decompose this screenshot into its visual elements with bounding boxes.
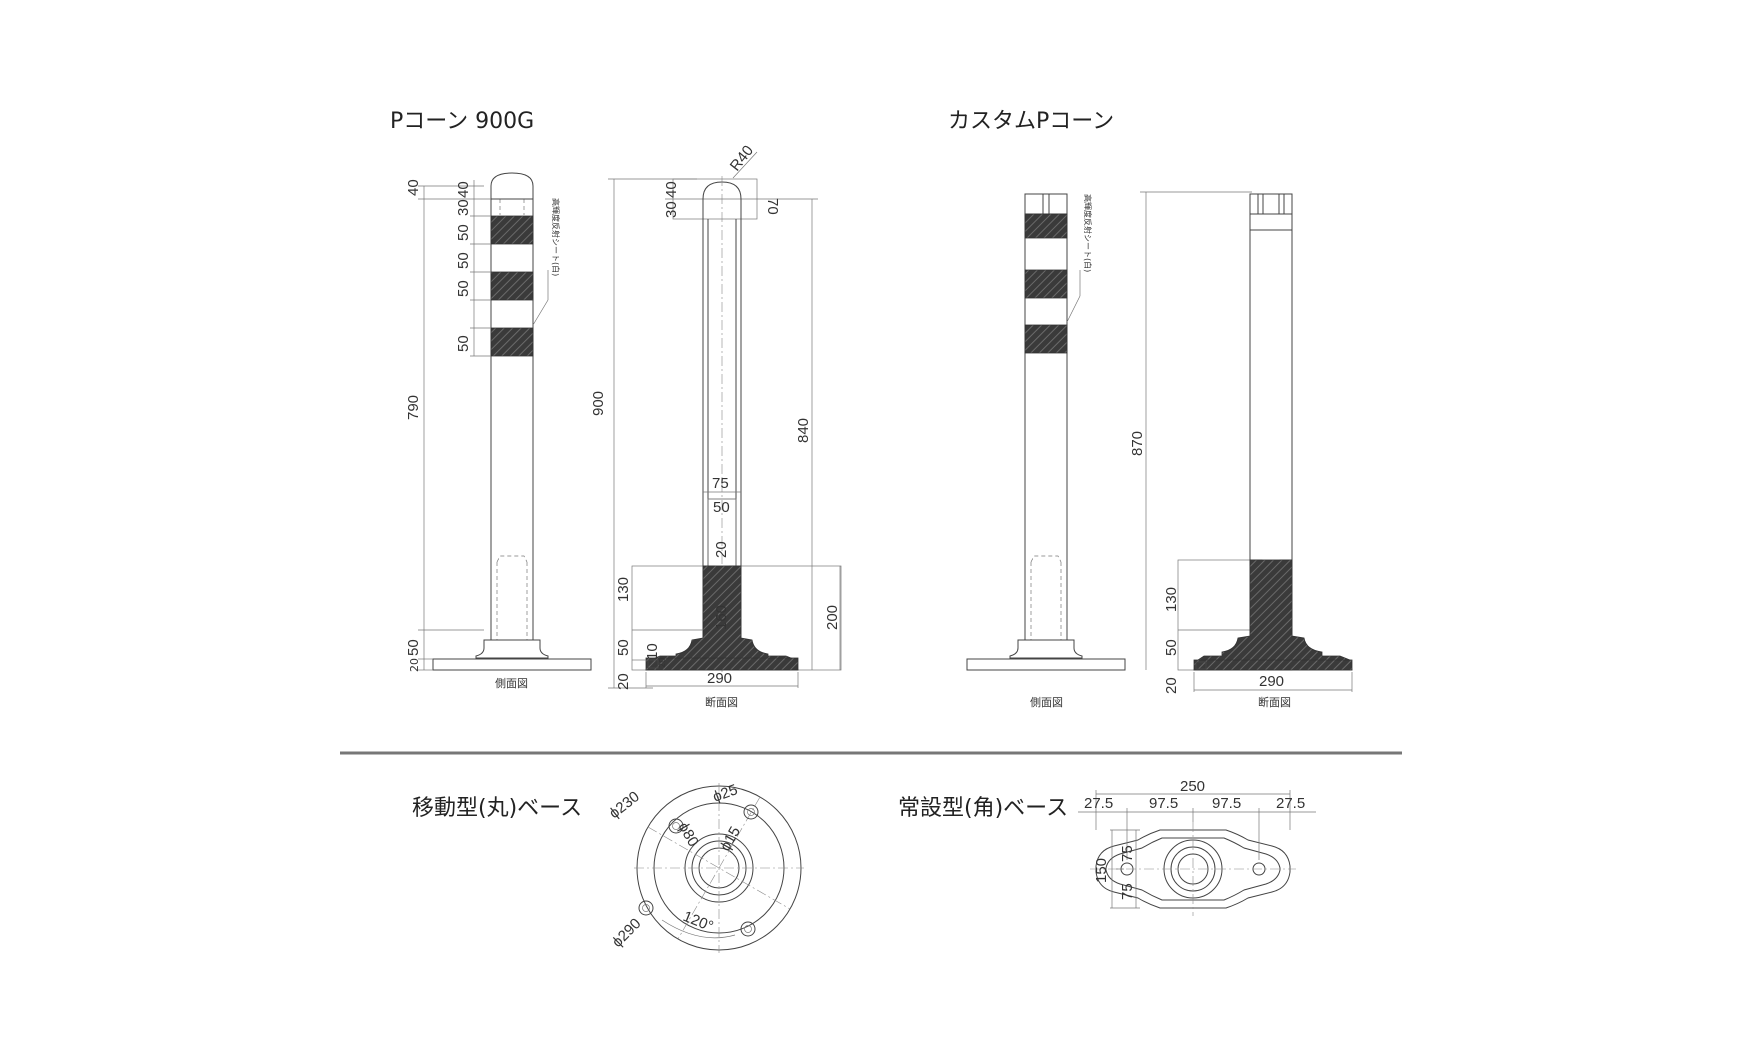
dim-r40: R40 xyxy=(727,142,757,174)
dim-band4-50: 50 xyxy=(455,335,472,352)
custom-section-view xyxy=(1140,191,1353,692)
dim-d-27-5: 27.5 xyxy=(1276,795,1305,812)
sheet-note-left: 高輝度反射シート(白) xyxy=(551,198,561,276)
dim-w50: 50 xyxy=(713,499,730,516)
dim-w75: 75 xyxy=(712,475,729,492)
dim-200: 200 xyxy=(824,605,841,630)
dim-total-900: 900 xyxy=(590,391,607,416)
dim-gap-30: 30 xyxy=(455,199,472,216)
dim-base-20: 20 xyxy=(408,658,421,672)
dim-h75-bottom: 75 xyxy=(1119,883,1136,900)
dim-sec-20: 20 xyxy=(713,541,730,558)
dim-phi290: ϕ290 xyxy=(609,915,645,951)
dim-custom-290: 290 xyxy=(1259,673,1284,690)
dim-sec-40: 40 xyxy=(663,181,680,198)
dim-flange-50: 50 xyxy=(405,639,422,656)
dim-c-97-5: 97.5 xyxy=(1212,795,1241,812)
custom-side-labels: 高輝度反射シート(白) 側面図 xyxy=(1030,194,1093,709)
dim-custom-870: 870 xyxy=(1129,431,1146,456)
pcone900g-side-view xyxy=(418,172,592,671)
dim-sec-50: 50 xyxy=(615,639,632,656)
pcone900g-side-labels: 40 40 30 50 50 50 50 790 50 20 高輝度反射シート(… xyxy=(405,179,561,690)
dim-sec-30: 30 xyxy=(663,201,680,218)
dim-phi230: ϕ230 xyxy=(606,788,643,822)
dim-angle-120: 120° xyxy=(681,908,716,935)
caption-section-right: 断面図 xyxy=(1258,695,1291,709)
custom-section-labels: 870 130 50 20 290 断面図 xyxy=(1129,431,1291,709)
dim-a-27-5: 27.5 xyxy=(1084,795,1113,812)
dim-840: 840 xyxy=(795,418,812,443)
mobile-round-base-plan xyxy=(634,783,804,953)
dim-custom-130: 130 xyxy=(1163,587,1180,612)
title-custom-pcone: カスタムPコーン xyxy=(948,109,1114,134)
dim-body-790: 790 xyxy=(405,395,422,420)
dim-band2-50: 50 xyxy=(455,252,472,269)
dim-sec-10: 10 xyxy=(644,643,661,660)
dim-sec-20-small: 20 xyxy=(658,658,667,668)
caption-side-right: 側面図 xyxy=(1030,696,1063,709)
pcone900g-section-view xyxy=(608,151,842,689)
fixed-base-labels: 250 27.5 97.5 97.5 27.5 150 75 75 xyxy=(1084,778,1305,900)
dim-custom-50: 50 xyxy=(1163,639,1180,656)
dim-w250: 250 xyxy=(1180,778,1205,795)
dim-b-97-5: 97.5 xyxy=(1149,795,1178,812)
caption-section-left: 断面図 xyxy=(705,695,738,709)
dim-160: 160 xyxy=(713,605,730,630)
pcone900g-section-labels: R40 40 30 70 900 840 75 50 20 130 160 50… xyxy=(590,142,841,709)
dim-phi15: ϕ15 xyxy=(717,824,744,854)
dim-band1-50: 50 xyxy=(455,224,472,241)
dim-h75-top: 75 xyxy=(1119,845,1136,862)
dim-band3-50: 50 xyxy=(455,280,472,297)
fixed-square-base-plan xyxy=(1078,790,1316,916)
sheet-note-right: 高輝度反射シート(白) xyxy=(1083,194,1093,272)
dim-130: 130 xyxy=(615,577,632,602)
dim-custom-20: 20 xyxy=(1163,677,1180,694)
dim-bottom-20: 20 xyxy=(615,673,632,690)
dim-h150: 150 xyxy=(1093,858,1110,883)
dim-sec-70: 70 xyxy=(764,198,781,215)
mobile-base-labels: ϕ230 ϕ25 ϕ80 ϕ15 ϕ290 120° xyxy=(606,781,744,951)
caption-side-left: 側面図 xyxy=(495,677,528,690)
dim-top-40: 40 xyxy=(405,179,422,196)
dim-cap-40: 40 xyxy=(455,181,472,198)
title-pcone900g: Pコーン 900G xyxy=(390,109,534,134)
dim-w290: 290 xyxy=(707,670,732,687)
title-mobile-base: 移動型(丸)ベース xyxy=(412,796,582,821)
title-fixed-base: 常設型(角)ベース xyxy=(898,796,1068,821)
dim-phi25: ϕ25 xyxy=(711,781,740,806)
custom-side-view xyxy=(966,193,1126,671)
